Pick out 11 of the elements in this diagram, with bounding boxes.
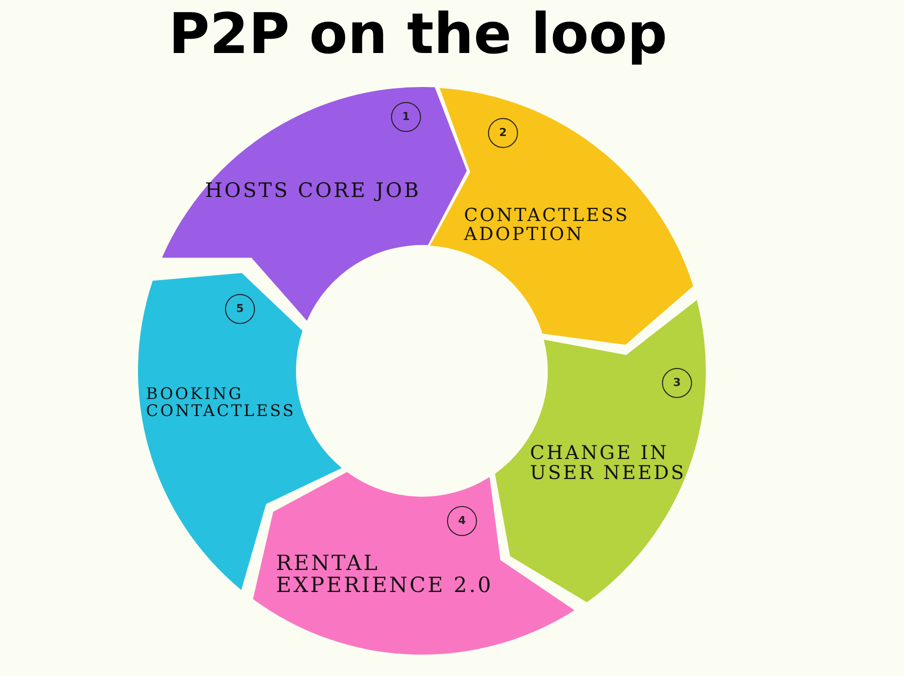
segment-label: CHANGE IN USER NEEDS <box>530 444 687 484</box>
step-number: 3 <box>662 368 692 398</box>
step-number: 2 <box>488 118 518 148</box>
segment-label: BOOKING CONTACTLESS <box>146 386 297 420</box>
segment-label: HOSTS CORE JOB <box>204 180 421 201</box>
title: P2P on the loop <box>168 2 668 67</box>
segment-label: RENTAL EXPERIENCE 2.0 <box>276 552 494 596</box>
step-number: 5 <box>224 294 255 324</box>
step-number: 4 <box>446 506 477 536</box>
segment-label: CONTACTLESS ADOPTION <box>464 206 631 245</box>
step-number: 1 <box>390 102 421 132</box>
